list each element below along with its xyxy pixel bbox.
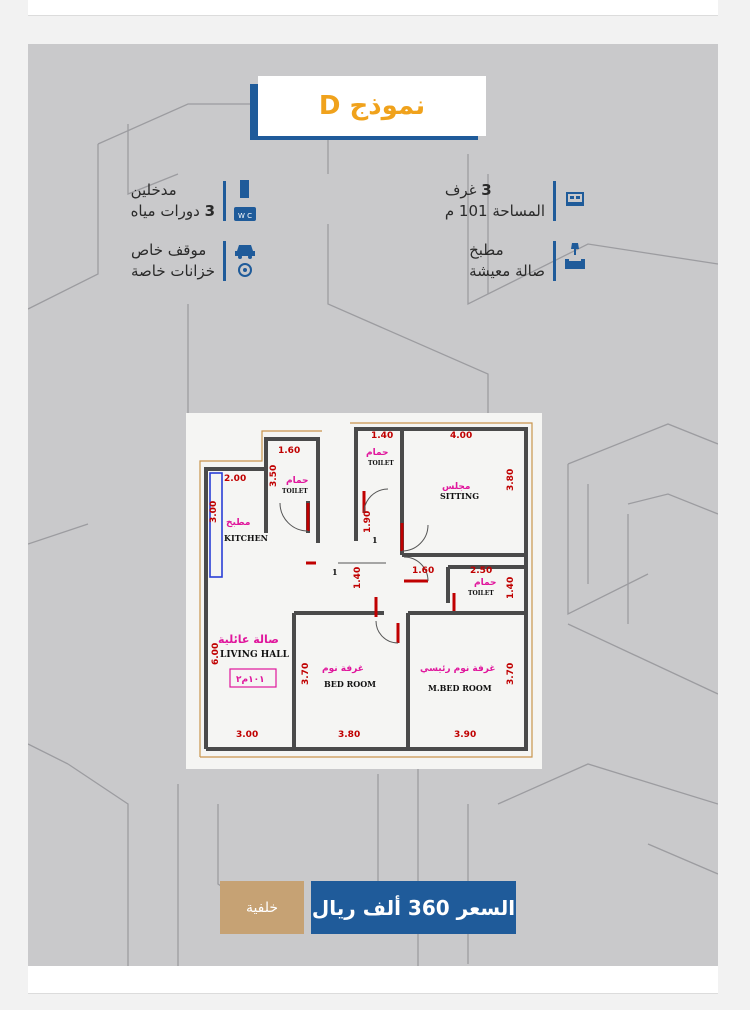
rooms-label: غرف [444, 181, 477, 199]
rooms-count: 3 [481, 181, 492, 199]
dim-label: 1.60 [412, 566, 434, 576]
door-wc-icon: W C [234, 179, 256, 223]
sofa-icon [564, 239, 586, 283]
room-mbed-en: M.BED ROOM [428, 683, 492, 693]
bathrooms-count: 3 [204, 202, 215, 220]
room-sitting-en: SITTING [440, 491, 479, 501]
dim-label: 3.50 [269, 465, 279, 487]
room-area-tag: ١٠١م٢ [236, 675, 265, 685]
dim-label: 3.90 [454, 730, 476, 740]
tanks-text: خزانات خاصة [131, 262, 215, 280]
model-title-box: نموذج D [250, 76, 486, 140]
bathrooms-label: دورات مياه [130, 202, 200, 220]
dim-label: 4.00 [450, 431, 472, 441]
dim-label: 3.80 [338, 730, 360, 740]
dim-label: 1.90 [363, 511, 373, 533]
room-living-en: LIVING HALL [220, 650, 290, 660]
dim-label: 3.70 [506, 663, 516, 685]
floor-plan-drawing: 1.60 2.00 3.50 3.00 1.40 4.00 3.80 1.90 … [199, 422, 533, 758]
feature-parking-tanks: موقف خاص خزانات خاصة [131, 239, 256, 283]
door-number: 1 [372, 535, 378, 545]
living-text: صالة معيشة [469, 262, 545, 280]
floor-plan: 1.60 2.00 3.50 3.00 1.40 4.00 3.80 1.90 … [186, 413, 542, 769]
room-kitchen-en: KITCHEN [224, 533, 268, 543]
top-strip [28, 0, 718, 16]
dim-label: 6.00 [211, 643, 221, 665]
entrances-text: مدخلين [130, 181, 177, 199]
parking-text: موقف خاص [131, 241, 207, 259]
dim-label: 3.00 [209, 501, 219, 523]
background-pattern [28, 103, 718, 966]
area-text: المساحة 101 م [444, 202, 545, 220]
dim-label: 1.40 [353, 567, 363, 589]
room-bath2-en: TOILET [368, 460, 394, 467]
room-bed-en: BED ROOM [324, 679, 376, 689]
room-bath3-ar: حمام [474, 578, 497, 588]
feature-rooms: 3 غرف المساحة 101 م [445, 179, 586, 223]
car-tank-icon [234, 239, 256, 283]
dim-label: 1.40 [506, 577, 516, 599]
dim-label: 1.40 [371, 431, 393, 441]
bottom-strip [28, 966, 718, 994]
model-card: نموذج D 3 غرف المساحة 101 م مطبخ صالة مع… [28, 44, 718, 966]
door-number: 1 [332, 567, 338, 577]
dim-label: 2.50 [470, 566, 492, 576]
room-bath3-en: TOILET [468, 590, 494, 597]
room-bath1-en: TOILET [282, 488, 308, 495]
dim-label: 1.60 [278, 446, 300, 456]
model-title: نموذج D [318, 91, 426, 121]
dim-label: 3.00 [236, 730, 258, 740]
feature-kitchen-living: مطبخ صالة معيشة [469, 239, 586, 283]
room-mbed-ar: غرفة نوم رئيسي [420, 664, 495, 674]
room-sitting-ar: مجلس [442, 482, 470, 492]
kitchen-text: مطبخ [469, 241, 504, 259]
dim-label: 2.00 [224, 474, 246, 484]
bed-icon [564, 179, 586, 223]
room-bath2-ar: حمام [366, 448, 389, 458]
price-button[interactable]: السعر 360 ألف ريال [311, 881, 516, 934]
room-bath1-ar: حمام [286, 476, 309, 486]
room-bed-ar: غرفة نوم [322, 664, 364, 674]
back-button[interactable]: خلفية [220, 881, 304, 934]
room-living-ar: صالة عائلية [218, 633, 279, 646]
room-kitchen-ar: مطبخ [226, 518, 251, 528]
dim-label: 3.80 [506, 469, 516, 491]
feature-entrances-baths: W C مدخلين 3 دورات مياه [131, 179, 256, 223]
wc-text: W C [238, 212, 252, 220]
dim-label: 3.70 [301, 663, 311, 685]
